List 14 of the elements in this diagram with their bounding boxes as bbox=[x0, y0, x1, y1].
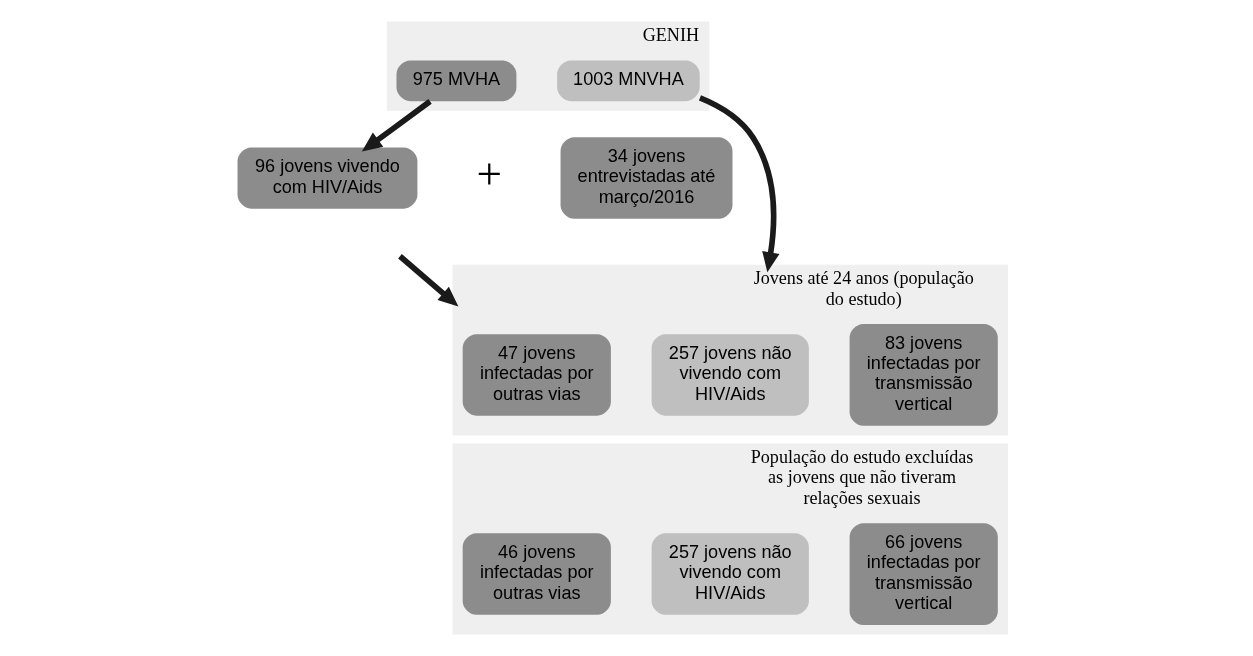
node-box: 257 jovens não vivendo com HIV/Aids bbox=[651, 533, 809, 615]
node-box: 66 jovens infectadas por transmissão vertical bbox=[849, 523, 998, 625]
node-box: 46 jovens infectadas por outras vias bbox=[462, 533, 611, 615]
arrow bbox=[698, 95, 779, 273]
node-box: 47 jovens infectadas por outras vias bbox=[462, 334, 611, 416]
node-box: 975 MVHA bbox=[396, 60, 516, 102]
arrow bbox=[361, 99, 432, 152]
node-box: 83 jovens infectadas por transmissão vertical bbox=[849, 324, 998, 426]
node-box: 257 jovens não vivendo com HIV/Aids bbox=[651, 334, 809, 416]
node-box: 96 jovens vivendo com HIV/Aids bbox=[237, 147, 417, 209]
node-box: 1003 MNVHA bbox=[556, 60, 700, 102]
label: + bbox=[475, 149, 502, 200]
arrow bbox=[397, 254, 458, 307]
node-box: 34 jovens entrevistadas até março/2016 bbox=[560, 137, 732, 219]
